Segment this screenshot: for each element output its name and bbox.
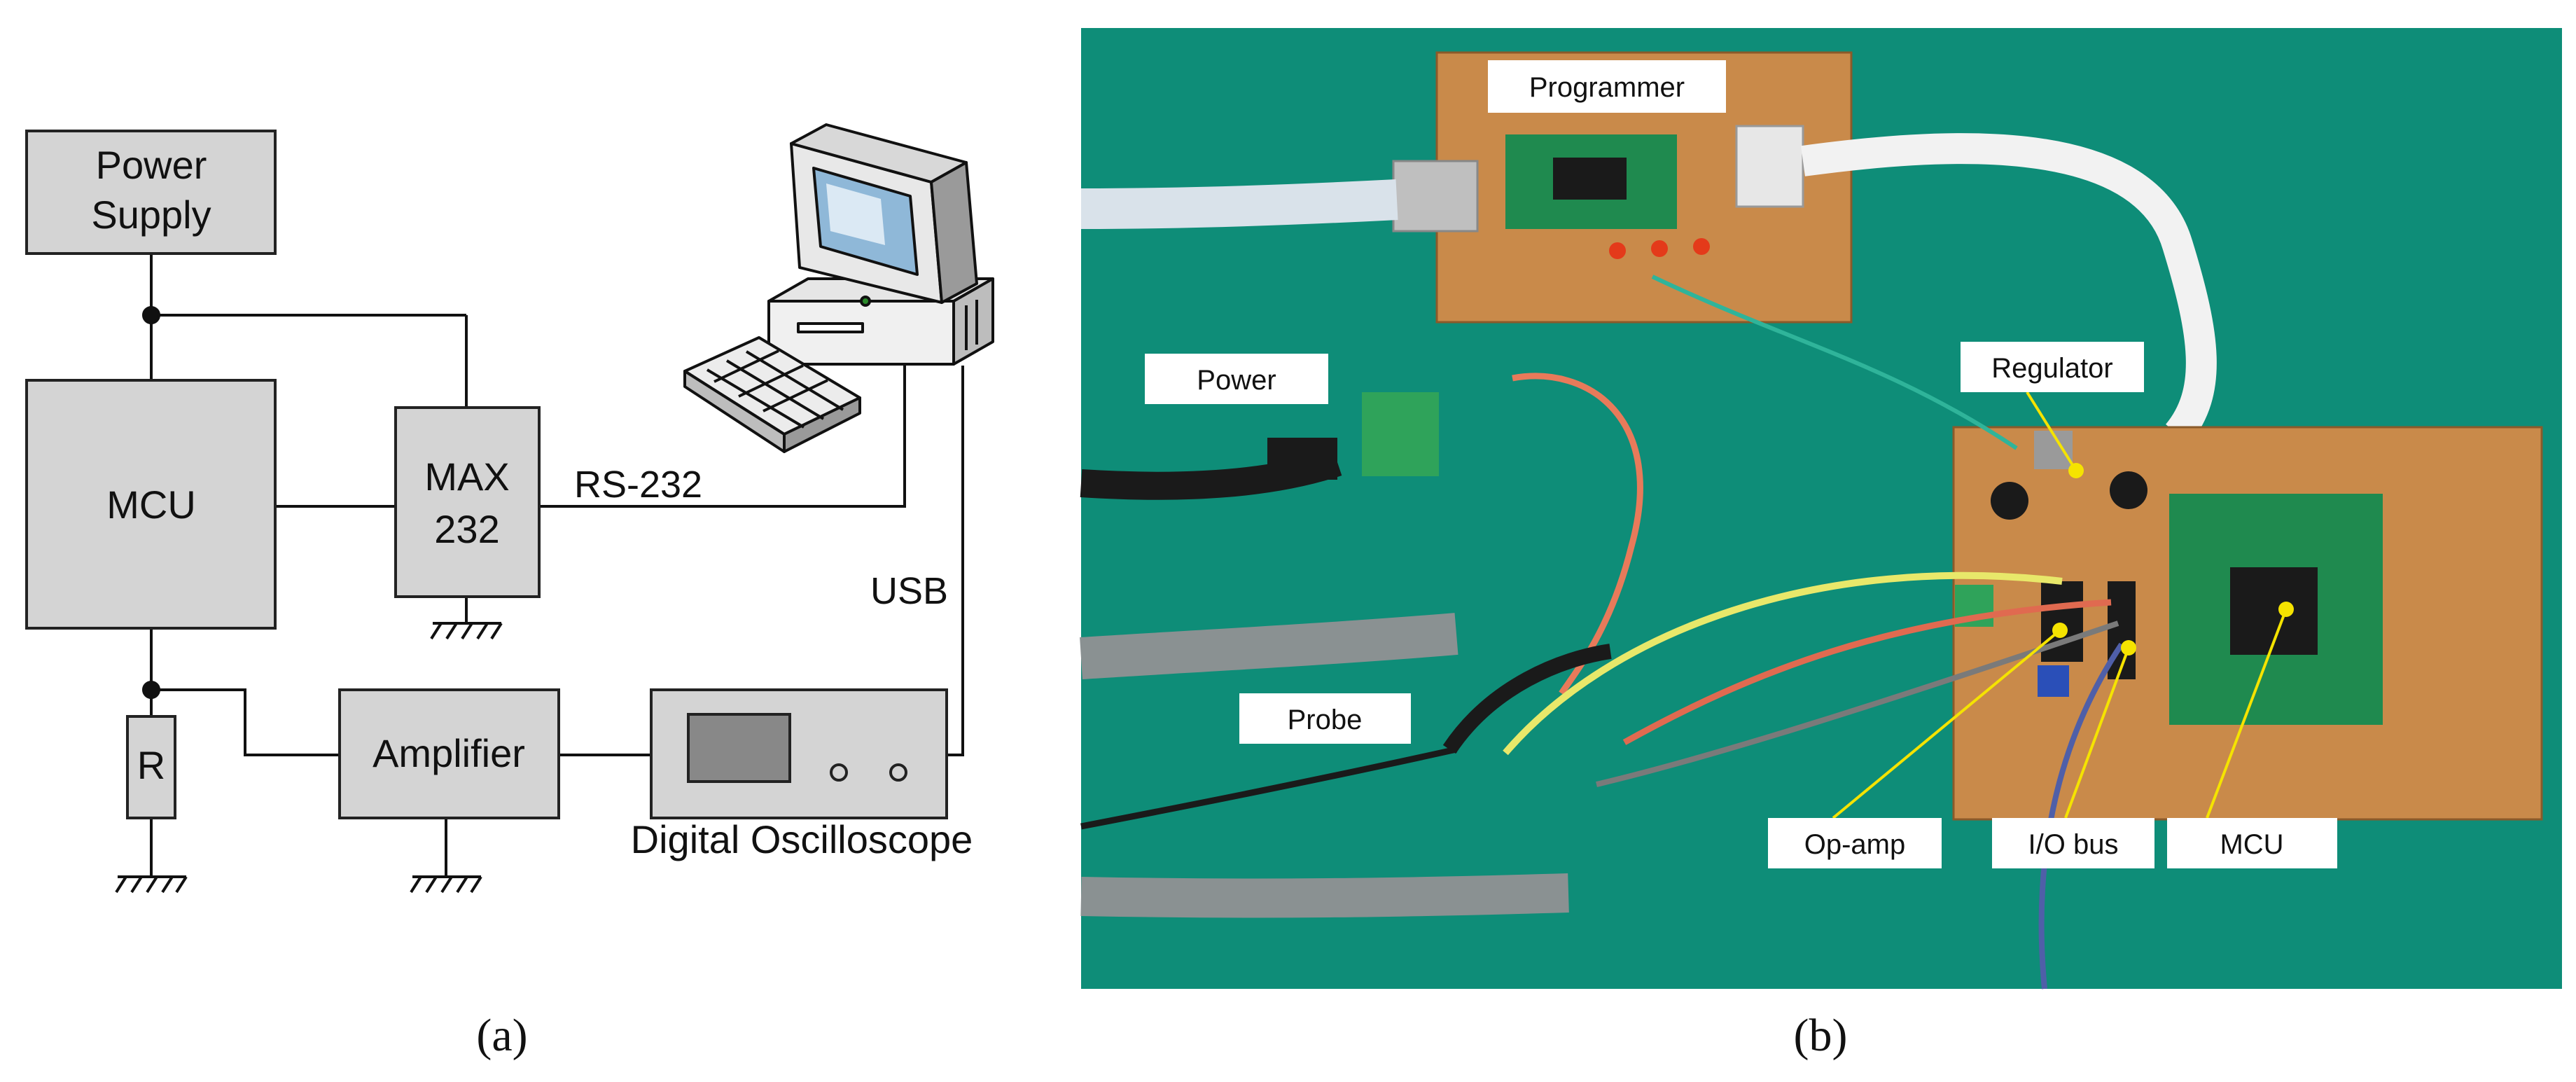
wire — [1596, 620, 2119, 787]
capacitor — [1991, 482, 2028, 520]
wire — [1503, 571, 2063, 756]
serial-cable — [1801, 133, 2217, 445]
power-supply-label: Power — [96, 143, 207, 187]
callout-probe-box — [1239, 693, 1411, 744]
callout-iobus-box — [1992, 818, 2154, 868]
wire-junction-amp — [151, 688, 340, 756]
leader-dot — [2052, 623, 2068, 638]
mcu-label: MCU — [106, 483, 196, 527]
callout-regulator: Regulator — [1991, 353, 2112, 384]
leader-dot — [2121, 640, 2136, 656]
resistor-block — [126, 715, 176, 819]
callout-opamp-box — [1768, 818, 1942, 868]
callout-programmer: Programmer — [1529, 72, 1685, 103]
callout-mcu: MCU — [2220, 829, 2283, 860]
ground-symbol — [115, 875, 188, 894]
leader-line — [2064, 647, 2130, 819]
hardware-photo: Programmer Power Regulator Probe Op-amp … — [1080, 28, 2562, 990]
amplifier-block — [338, 688, 560, 819]
amplifier-label: Amplifier — [373, 731, 525, 775]
junction-dot — [142, 306, 160, 324]
callout-probe: Probe — [1288, 705, 1363, 735]
led — [1693, 238, 1710, 255]
leader-line — [1832, 629, 2061, 819]
caption-a: (a) — [476, 1010, 527, 1061]
callout-opamp: Op-amp — [1804, 829, 1906, 860]
programmer-chip — [1553, 158, 1627, 200]
regulator-part — [2034, 431, 2073, 469]
probe — [1080, 873, 1569, 918]
power-supply-block — [25, 130, 277, 255]
power-supply-label: Supply — [91, 193, 211, 237]
wire — [2038, 642, 2124, 990]
callout-mcu-box — [2167, 818, 2337, 868]
probe-lead — [1442, 644, 1612, 754]
max232-label: 232 — [434, 507, 499, 551]
oscilloscope-label: Digital Oscilloscope — [631, 817, 973, 861]
caption-b: (b) — [1794, 1010, 1848, 1061]
ground-symbol — [430, 622, 503, 640]
wire-rs232 — [539, 364, 906, 508]
callout-regulator-box — [1961, 342, 2144, 392]
usb-connector — [1392, 160, 1479, 233]
usb-cable — [1080, 179, 1398, 229]
probe-lead — [1080, 746, 1457, 830]
oscilloscope-knob — [889, 763, 907, 782]
resistor-label: R — [137, 743, 165, 787]
led — [1651, 240, 1668, 257]
probe — [1080, 613, 1458, 679]
computer-icon — [683, 123, 994, 453]
rs232-label: RS-232 — [574, 464, 702, 506]
leader-dot — [2278, 602, 2294, 617]
usb-label: USB — [870, 570, 948, 612]
trimmer — [2038, 665, 2069, 697]
oscilloscope-screen — [687, 713, 791, 783]
ground-symbol — [410, 875, 482, 894]
oscilloscope-knob — [830, 763, 848, 782]
wire-usb — [947, 366, 964, 756]
power-plug — [1267, 438, 1337, 480]
wire — [1651, 275, 2018, 450]
max232-block — [394, 406, 541, 598]
leader-line — [2206, 609, 2288, 819]
power-terminal — [1362, 392, 1439, 476]
callout-power-box — [1145, 354, 1328, 404]
serial-connector — [1735, 125, 1804, 208]
callout-iobus: I/O bus — [2028, 829, 2119, 860]
callout-power: Power — [1197, 365, 1276, 396]
capacitor — [2110, 471, 2147, 509]
leader-line — [2026, 391, 2077, 472]
callout-programmer-box — [1488, 60, 1726, 113]
max232-label: MAX — [424, 455, 509, 499]
mcu-block — [25, 379, 277, 630]
led — [1609, 242, 1626, 259]
junction-dot — [142, 681, 160, 699]
wire — [1622, 599, 2112, 745]
leader-dot — [2068, 463, 2084, 478]
block-diagram — [115, 254, 964, 894]
